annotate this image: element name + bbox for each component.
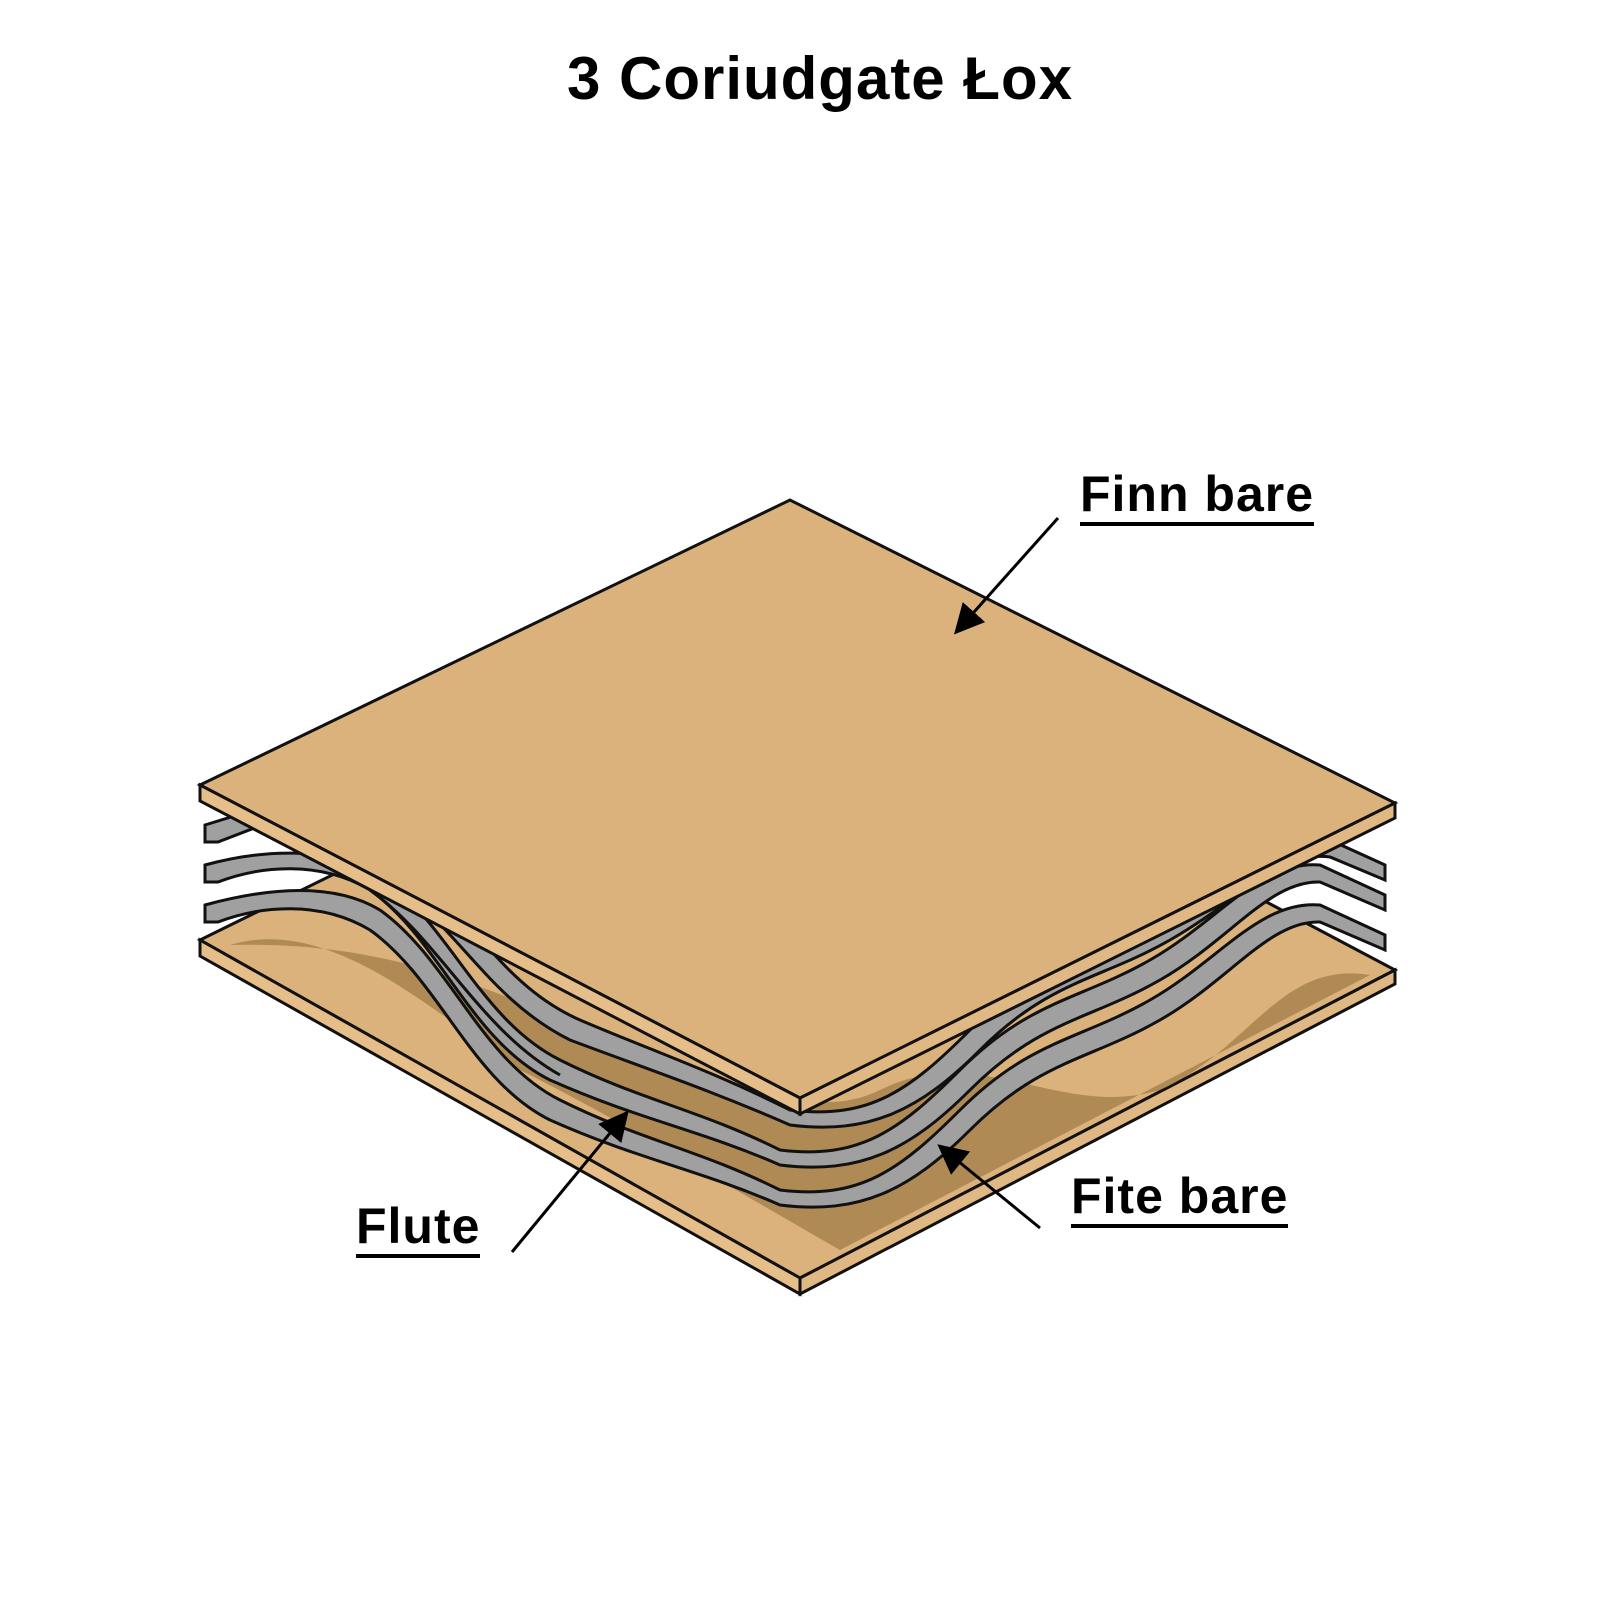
- label-flute: Flute: [356, 1198, 481, 1258]
- arrow-right-bottom-label: [937, 1144, 1041, 1230]
- flute-layer-2: [203, 851, 1387, 1169]
- label-top-liner: Finn bare: [1080, 466, 1315, 526]
- arrow-top-label: [954, 517, 1060, 635]
- top-liner: [196, 498, 1399, 1117]
- diagram-title: 3 Coriudgate Łox: [566, 45, 1074, 112]
- label-bottom-liner: Fite bare: [1071, 1168, 1289, 1228]
- arrow-left-bottom-label: [510, 1110, 629, 1253]
- flute-layer-3: [203, 889, 1387, 1209]
